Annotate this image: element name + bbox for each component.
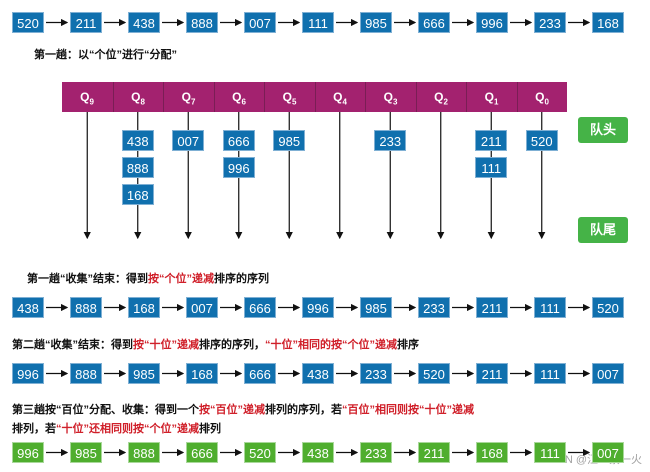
queue-index: 3 [392,97,398,107]
pass2-row-item: 233 [360,363,392,384]
label-segment-2: 排序的序列， [199,339,265,351]
initial-row-item: 888 [186,12,218,33]
queue-q8-header: Q8 [112,82,163,112]
queue-q8-item: 168 [121,184,154,205]
initial-row-item: 007 [244,12,276,33]
queue-q5-header: Q5 [264,82,314,112]
initial-row-item: 111 [302,12,334,33]
queue-q3-item: 233 [374,130,407,151]
label-segment-2: 排列 [199,423,221,435]
queue-q9-header: Q9 [80,90,94,107]
label-segment-0: 第三趟按“百位”分配、收集：得到一个 [12,404,199,416]
pass1-row-item: 985 [360,297,392,318]
pass2-row-item: 007 [592,363,624,384]
queue-q1-item: 211 [475,130,508,151]
label-segment-4: 排序 [397,339,419,351]
pass3-row-item: 007 [592,442,624,463]
pass3-row-item: 985 [70,442,102,463]
pass1-collect-label: 第一趟“收集”结束：得到按“个位”递减排序的序列 [27,270,269,286]
queue-index: 0 [544,97,549,107]
queue-q8-item: 438 [121,130,154,151]
initial-row-item: 520 [12,12,44,33]
pass1-row-item: 111 [534,297,566,318]
queue-index: 1 [493,97,499,107]
queue-index: 8 [140,97,145,107]
label-segment-0: 第一趟“收集”结束：得到 [27,273,148,285]
queue-q7-header: Q7 [163,82,213,112]
pass3-row-item: 168 [476,442,508,463]
initial-row-item: 211 [70,12,102,33]
queue-q0-item: 520 [525,130,558,151]
queue-tail-tag: 队尾 [578,217,628,243]
pass2-row-item: 888 [70,363,102,384]
queue-index: 6 [241,97,246,107]
pass2-row-item: 996 [12,363,44,384]
pass1-row-item: 438 [12,297,44,318]
queue-index: 4 [342,97,347,107]
pass2-row-item: 211 [476,363,508,384]
queue-index: 9 [89,97,94,107]
pass1-title: 第一趟：以“个位”进行“分配” [34,49,177,61]
label-segment-2: 排序的序列 [214,273,269,285]
pass1-row-item: 666 [244,297,276,318]
queue-q4-header: Q4 [314,82,365,112]
initial-row-item: 233 [534,12,566,33]
queue-q1-header: Q1 [466,82,516,112]
pass1-row-item: 007 [186,297,218,318]
pass2-row-item: 111 [534,363,566,384]
queue-q2-header: Q2 [415,82,466,112]
queue-q8-item: 888 [121,157,154,178]
pass1-row-item: 168 [128,297,160,318]
pass3-row-item: 111 [534,442,566,463]
pass3-label-line1: 第三趟按“百位”分配、收集：得到一个按“百位”递减排列的序列，若“百位”相同则按… [12,401,474,417]
label-segment-3: “十位”相同的按“个位”递减 [265,339,397,351]
initial-row-item: 168 [592,12,624,33]
pass1-row-item: 888 [70,297,102,318]
queue-index: 5 [291,97,297,107]
pass3-row-item: 520 [244,442,276,463]
pass3-row-item: 438 [302,442,334,463]
label-segment-2: 排列的序列，若 [265,404,342,416]
pass2-row-item: 438 [302,363,334,384]
initial-row-item: 666 [418,12,450,33]
initial-row-item: 996 [476,12,508,33]
pass2-row-item: 168 [186,363,218,384]
pass3-row-item: 233 [360,442,392,463]
queue-q0-header: Q0 [516,82,567,112]
label-segment-1: “十位”还相同则按“个位”递减 [56,423,199,435]
queue-q7-item: 007 [172,130,205,151]
queue-index: 7 [190,97,196,107]
pass1-row-item: 211 [476,297,508,318]
pass3-row-item: 666 [186,442,218,463]
pass2-row-item: 666 [244,363,276,384]
queue-head-tag: 队头 [578,117,628,143]
label-segment-0: 第二趟“收集”结束：得到 [12,339,133,351]
pass1-row-item: 233 [418,297,450,318]
pass1-row-item: 996 [302,297,334,318]
queue-index: 2 [443,97,448,107]
label-segment-1: 按“十位”递减 [133,339,199,351]
pass3-label-line2: 排列，若“十位”还相同则按“个位”递减排列 [12,420,221,436]
queue-q6-item: 666 [222,130,255,151]
queue-q6-item: 996 [222,157,255,178]
queue-q3-header: Q3 [365,82,415,112]
pass3-row-item: 888 [128,442,160,463]
pass3-row-item: 211 [418,442,450,463]
pass2-row-item: 985 [128,363,160,384]
pass1-row-item: 520 [592,297,624,318]
pass2-row-item: 520 [418,363,450,384]
pass2-collect-label: 第二趟“收集”结束：得到按“十位”递减排序的序列，“十位”相同的按“个位”递减排… [12,336,419,352]
label-segment-1: 按“百位”递减 [199,404,265,416]
label-segment-0: 排列，若 [12,423,56,435]
label-segment-3: “百位”相同则按“十位”递减 [342,404,474,416]
pass3-row-item: 996 [12,442,44,463]
queue-q1-item: 111 [475,157,508,178]
label-segment-1: 按“个位”递减 [148,273,214,285]
queue-q6-header: Q6 [213,82,264,112]
queue-q5-item: 985 [273,130,306,151]
initial-row-item: 985 [360,12,392,33]
initial-row-item: 438 [128,12,160,33]
